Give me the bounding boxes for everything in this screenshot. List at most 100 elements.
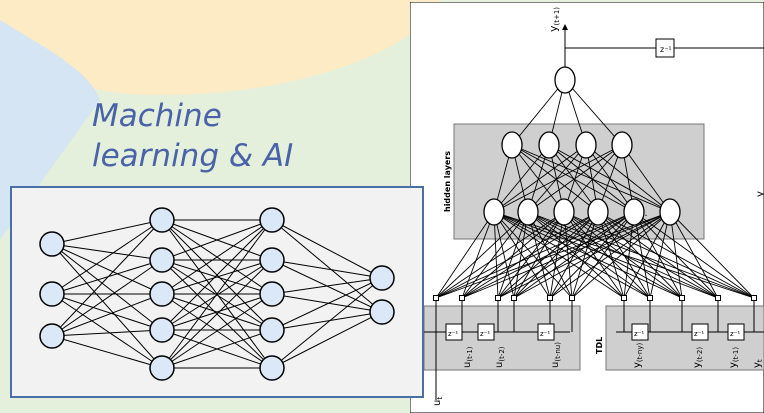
hidden-neuron <box>623 198 645 226</box>
input-port <box>751 295 757 301</box>
connection-line <box>461 211 495 299</box>
svg-text:z⁻¹: z⁻¹ <box>730 330 740 338</box>
connection-line <box>563 144 623 213</box>
hidden-neuron <box>611 131 633 159</box>
connection-line <box>669 211 719 299</box>
input-port <box>547 295 553 301</box>
neuron-node-layer-3 <box>259 247 285 273</box>
connection-line <box>527 211 683 299</box>
connection-line <box>51 219 163 245</box>
connection-line <box>548 144 599 213</box>
tdl-label: TDL <box>595 337 604 354</box>
connection-line <box>493 211 573 299</box>
connection-line <box>161 219 273 331</box>
feedback-delay-block: z⁻¹ <box>655 38 675 58</box>
signal-label: u(t-2) <box>494 346 506 368</box>
neuron-node-layer-2 <box>149 207 175 233</box>
connection-line <box>51 243 163 331</box>
connection-line <box>161 293 273 331</box>
neuron-node-layer-2 <box>149 247 175 273</box>
connection-line <box>271 277 383 331</box>
signal-label: yt <box>752 359 764 368</box>
hidden-neuron <box>501 131 523 159</box>
connection-line <box>564 79 623 146</box>
delay-block: z⁻¹ <box>537 323 555 341</box>
connection-line <box>161 259 273 331</box>
input-port <box>715 295 721 301</box>
narx-diagram: y(t+1) z⁻¹ y hidden layers ... TDL z⁻¹z⁻… <box>410 2 764 413</box>
connection-line <box>621 144 671 213</box>
signal-label: y(t-1) <box>728 347 740 368</box>
connection-line <box>461 211 671 299</box>
connection-line <box>461 211 599 299</box>
connection-line <box>161 329 273 369</box>
connection-line <box>548 144 635 213</box>
neuron-node-layer-2 <box>149 355 175 381</box>
connection-line <box>161 259 273 295</box>
connection-line <box>271 277 383 295</box>
input-port <box>569 295 575 301</box>
delay-block: z⁻¹ <box>727 323 745 341</box>
connection-line <box>271 277 383 369</box>
connection-line <box>435 211 671 299</box>
connection-line <box>435 211 495 299</box>
connection-line <box>527 211 573 299</box>
neuron-node-layer-1 <box>39 281 65 307</box>
connection-line <box>493 144 550 213</box>
connection-line <box>597 211 625 299</box>
blue-swoosh <box>0 20 100 240</box>
connection-line <box>493 144 587 213</box>
connection-line <box>51 293 163 337</box>
svg-text:z⁻¹: z⁻¹ <box>448 330 458 338</box>
hidden-neuron <box>587 198 609 226</box>
connection-line <box>511 144 599 213</box>
connection-line <box>623 211 671 299</box>
connection-line <box>493 211 651 299</box>
connection-line <box>633 211 651 299</box>
simple-network-connections <box>51 219 383 369</box>
neuron-node-layer-3 <box>259 281 285 307</box>
connection-line <box>271 259 383 279</box>
connection-line <box>513 211 671 299</box>
hidden-neuron <box>538 131 560 159</box>
connection-line <box>493 144 623 213</box>
neuron-node-layer-1 <box>39 323 65 349</box>
delay-block: z⁻¹ <box>445 323 463 341</box>
connection-line <box>461 211 529 299</box>
connection-line <box>435 211 599 299</box>
neuron-node-layer-2 <box>149 281 175 307</box>
connection-line <box>649 211 671 299</box>
connection-line <box>51 293 163 331</box>
simple-network-nodes <box>39 207 395 381</box>
svg-text:z⁻¹: z⁻¹ <box>540 330 550 338</box>
connection-line <box>435 211 635 299</box>
connection-line <box>51 335 163 369</box>
output-label: y(t+1) <box>547 7 561 32</box>
hidden-neuron <box>575 131 597 159</box>
simple-network-diagram <box>10 186 424 398</box>
neuron-node-layer-3 <box>259 355 285 381</box>
connection-line <box>51 259 163 337</box>
connection-line <box>563 211 755 299</box>
neuron-node-layer-3 <box>259 317 285 343</box>
connection-line <box>527 211 651 299</box>
connection-line <box>435 211 529 299</box>
yellow-swoosh <box>0 0 440 95</box>
signal-label: y(t-ny) <box>632 342 644 368</box>
connection-line <box>271 219 383 279</box>
connection-line <box>161 219 273 369</box>
delay-block: z⁻¹ <box>691 323 709 341</box>
connection-line <box>527 144 587 213</box>
connection-line <box>623 211 635 299</box>
simple-network-frame <box>10 186 424 398</box>
input-port <box>679 295 685 301</box>
hidden-neuron <box>517 198 539 226</box>
title-line-1: Machine <box>92 98 222 134</box>
neuron-node-layer-4 <box>369 265 395 291</box>
connection-line <box>549 211 565 299</box>
input-port <box>511 295 517 301</box>
narx-nodes <box>433 66 757 301</box>
connection-line <box>161 293 273 369</box>
